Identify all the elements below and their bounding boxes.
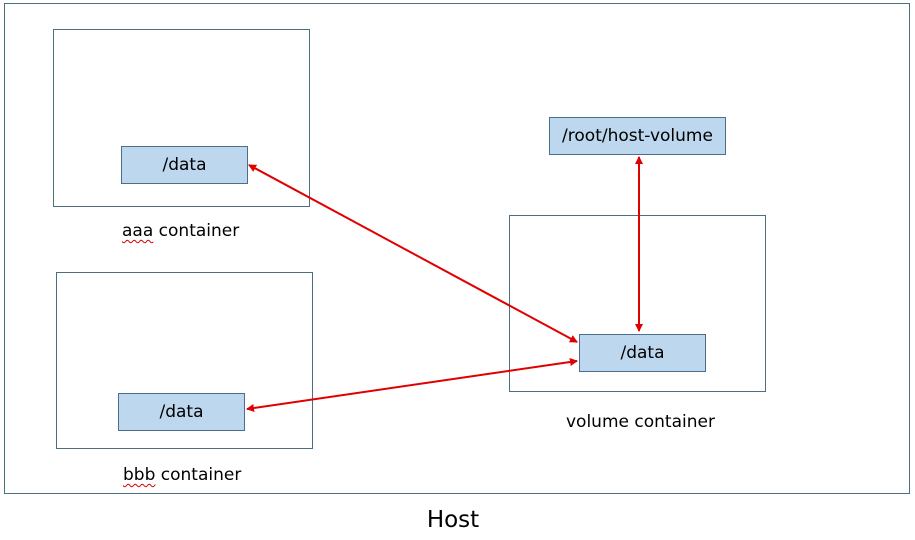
bbb-data-mount: /data <box>118 393 245 431</box>
aaa-container-suffix: container <box>153 221 240 241</box>
aaa-name: aaa <box>122 221 154 241</box>
aaa-data-mount: /data <box>121 146 248 184</box>
aaa-container-label: aaa container <box>122 221 239 241</box>
volume-data-mount: /data <box>579 334 706 372</box>
bbb-name: bbb <box>123 465 156 485</box>
host-volume-path: /root/host-volume <box>549 117 726 155</box>
bbb-container-label: bbb container <box>123 465 241 485</box>
bbb-volume-link-arrow <box>246 358 578 412</box>
volume-container-label: volume container <box>566 412 715 432</box>
aaa-volume-link-arrow <box>248 164 578 343</box>
bbb-container-suffix: container <box>155 465 242 485</box>
host-frame <box>4 3 910 494</box>
host-label: Host <box>426 507 480 533</box>
